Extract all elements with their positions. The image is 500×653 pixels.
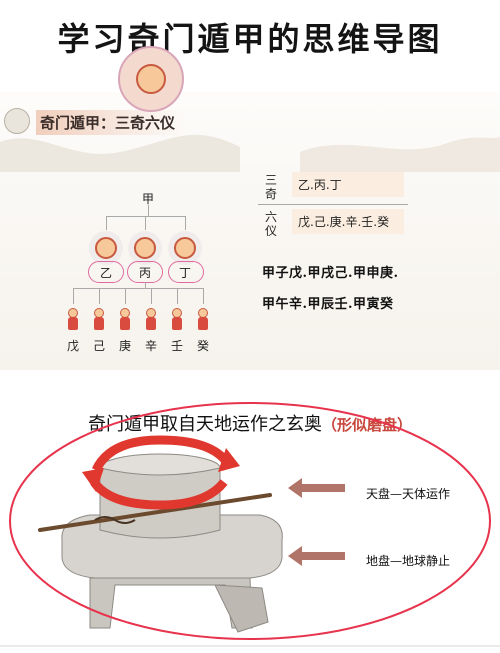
lower-plate-label: 地盘—地球静止 [366, 554, 451, 568]
root-label: 甲 [142, 192, 155, 206]
upper-plate-label: 天盘—天体运作 [366, 487, 451, 501]
root-avatar [118, 46, 184, 112]
millstone-title: 奇门遁甲取自天地运作之玄奥（形似磨盘） [87, 414, 412, 435]
sanqi-label: 三奇 [264, 173, 277, 201]
branch-right [185, 216, 186, 230]
branch-geng [125, 288, 126, 304]
ren-figure-icon [171, 308, 183, 330]
liuyi-label: 六仪 [264, 210, 277, 238]
branch-xin [151, 288, 152, 304]
branch-wu [73, 288, 74, 304]
ding-avatar [168, 231, 202, 265]
geng-figure-icon [119, 308, 131, 330]
tree-subtitle: 奇门遁甲：三奇六仪 [36, 110, 186, 135]
branch-ji [99, 288, 100, 304]
level2-label-1: 丙 [139, 266, 152, 280]
ding-highlight [168, 261, 204, 283]
root-stem [148, 205, 149, 217]
xun-line-1: 甲子戊.甲戌己.甲申庚. [262, 266, 399, 281]
level2-label-2: 丁 [179, 266, 192, 280]
liuyi-value: 戊.己.庚.辛.壬.癸 [292, 209, 404, 234]
sanqi-value: 乙.丙.丁 [292, 172, 404, 197]
xun-line-2: 甲午辛.甲辰壬.甲寅癸 [262, 297, 394, 312]
level3-stem [145, 282, 146, 288]
tree-panel: 奇门遁甲：三奇六仪 [0, 92, 500, 370]
wave-decoration [0, 134, 500, 172]
bing-avatar [128, 231, 162, 265]
level3-label-4: 壬 [171, 339, 184, 353]
millstone-hint: （形似磨盘） [321, 416, 412, 434]
level3-branch [73, 288, 204, 289]
gui-figure-icon [197, 308, 209, 330]
branch-middle [145, 216, 146, 230]
root-face-icon [136, 64, 166, 94]
yinyang-icon [4, 108, 30, 134]
level3-label-2: 庚 [119, 339, 132, 353]
level2-branch [106, 216, 186, 217]
branch-gui [203, 288, 204, 304]
ji-figure-icon [93, 308, 105, 330]
level3-label-0: 戊 [67, 339, 80, 353]
wu-figure-icon [67, 308, 79, 330]
yi-avatar [89, 231, 123, 265]
branch-ren [177, 288, 178, 304]
level3-label-5: 癸 [197, 339, 210, 353]
page-title: 学习奇门遁甲的思维导图 [57, 20, 443, 58]
xin-figure-icon [145, 308, 157, 330]
level3-label-3: 辛 [145, 339, 158, 353]
info-divider [258, 204, 408, 205]
branch-left [106, 216, 107, 230]
yi-highlight [88, 261, 124, 283]
level2-label-0: 乙 [100, 266, 113, 280]
level3-label-1: 己 [93, 339, 106, 353]
